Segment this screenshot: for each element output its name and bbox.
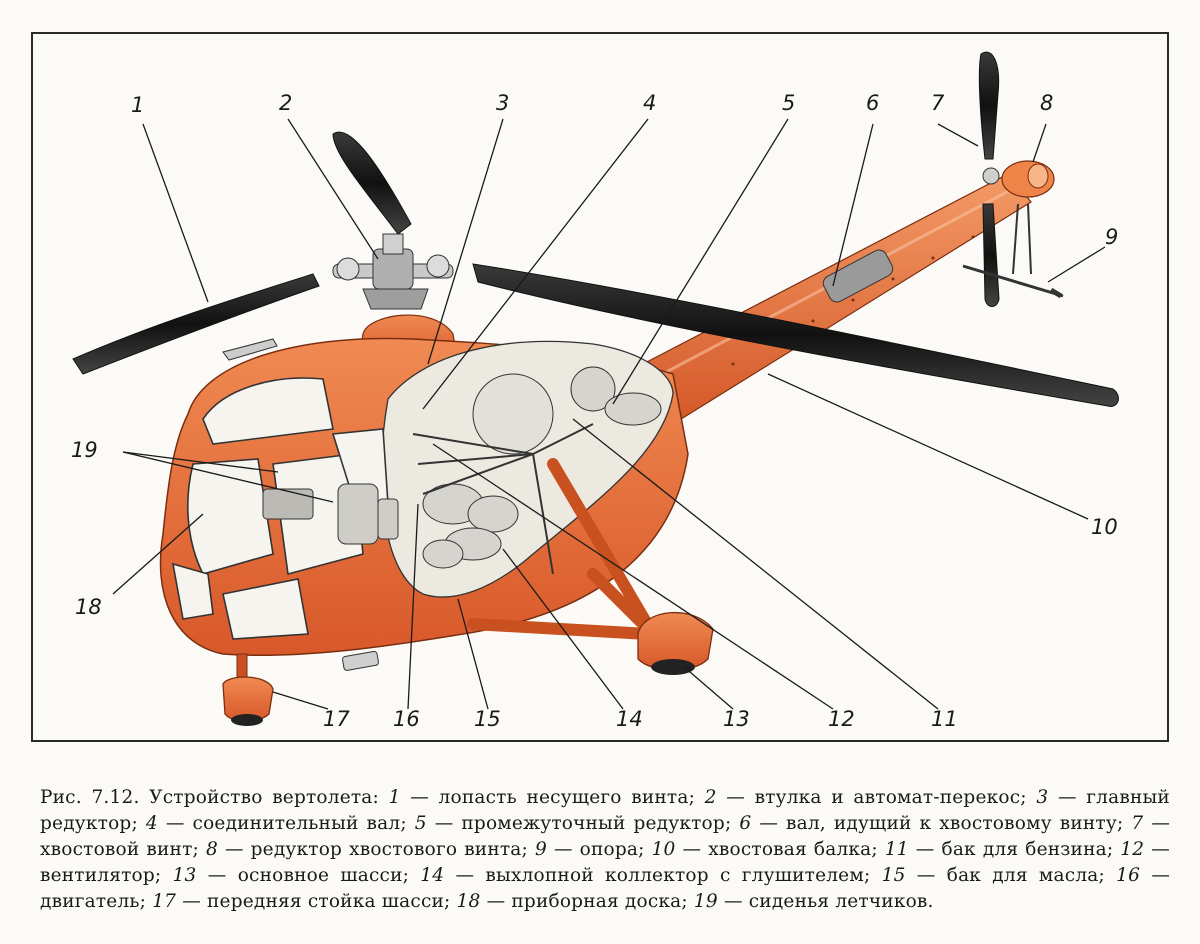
caption-part-number: 14 bbox=[420, 865, 445, 886]
caption-entry: 4 — соединительный вал; bbox=[145, 813, 415, 834]
caption-part-description: хвостовой винт bbox=[40, 839, 193, 860]
caption-part-description: основное шасси bbox=[237, 865, 403, 886]
caption-part-description: хвостовая балка bbox=[708, 839, 872, 860]
callout-number[interactable]: 15 bbox=[474, 707, 501, 731]
caption-part-number: 11 bbox=[884, 839, 909, 860]
callout-number[interactable]: 17 bbox=[323, 707, 350, 731]
leader-lines bbox=[112, 118, 1106, 710]
callout-number[interactable]: 5 bbox=[782, 91, 795, 115]
caption-part-description: вентилятор bbox=[40, 865, 155, 886]
caption-part-description: промежуточный редуктор bbox=[461, 813, 725, 834]
caption-entry: 10 — хвостовая балка; bbox=[651, 839, 885, 860]
caption-entry: 11 — бак для бензина; bbox=[884, 839, 1121, 860]
caption-part-description: главный редуктор bbox=[40, 787, 1170, 834]
caption-part-description: опора bbox=[579, 839, 639, 860]
caption-part-description: двигатель bbox=[40, 891, 140, 912]
caption-part-number: 2 bbox=[704, 787, 717, 808]
caption-part-number: 17 bbox=[152, 891, 177, 912]
caption-entry: 17 — передняя стойка шасси; bbox=[152, 891, 457, 912]
landing-gear bbox=[222, 458, 714, 726]
callout-number[interactable]: 14 bbox=[616, 707, 643, 731]
caption-entry: 13 — основное шасси; bbox=[172, 865, 421, 886]
tail-gearbox bbox=[1001, 160, 1055, 198]
caption-part-number: 3 bbox=[1036, 787, 1049, 808]
caption-entry: 14 — выхлопной коллектор с глушителем; bbox=[420, 865, 882, 886]
caption-part-description: бак для масла bbox=[946, 865, 1099, 886]
caption-entry: 3 — главный редуктор; bbox=[40, 787, 1170, 834]
caption-entry: 5 — промежуточный редуктор; bbox=[414, 813, 740, 834]
caption-part-description: бак для бензина bbox=[941, 839, 1107, 860]
caption-part-number: 6 bbox=[739, 813, 752, 834]
tail-boom bbox=[642, 173, 1032, 425]
callout-number[interactable]: 7 bbox=[931, 91, 945, 115]
callout-number[interactable]: 6 bbox=[866, 91, 879, 115]
helicopter-diagram: 1 2 3 4 5 6 7 8 9 10 11 12 13 14 15 16 1… bbox=[71, 51, 1119, 731]
tail-rotor bbox=[978, 51, 1000, 307]
callout-numbers: 1 2 3 4 5 6 7 8 9 10 11 12 13 14 15 16 1… bbox=[71, 91, 1118, 731]
caption-part-number: 12 bbox=[1120, 839, 1145, 860]
callout-number[interactable]: 12 bbox=[828, 707, 855, 731]
caption-part-description: выхлопной коллектор с глушителем bbox=[485, 865, 864, 886]
fuselage bbox=[159, 337, 689, 657]
caption-part-number: 9 bbox=[534, 839, 547, 860]
caption-part-description: вал, идущий к хвостовому винту bbox=[786, 813, 1117, 834]
caption-entry: 19 — сиденья летчиков. bbox=[693, 891, 934, 912]
caption-part-description: лопасть несущего винта bbox=[438, 787, 689, 808]
callout-number[interactable]: 16 bbox=[393, 707, 420, 731]
callout-number[interactable]: 10 bbox=[1091, 515, 1118, 539]
callout-number[interactable]: 1 bbox=[131, 93, 144, 117]
callout-number[interactable]: 19 bbox=[71, 438, 98, 462]
caption-entry: 16 — двигатель; bbox=[40, 865, 1171, 912]
callout-number[interactable]: 2 bbox=[279, 91, 292, 115]
figure-frame: 1 2 3 4 5 6 7 8 9 10 11 12 13 14 15 16 1… bbox=[31, 32, 1169, 742]
figure-caption: Рис. 7.12. Устройство вертолета: 1 — лоп… bbox=[40, 785, 1170, 915]
caption-part-number: 1 bbox=[388, 787, 401, 808]
callout-number[interactable]: 4 bbox=[643, 91, 656, 115]
caption-entry: 12 — вентилятор; bbox=[40, 839, 1170, 886]
callout-number[interactable]: 3 bbox=[496, 91, 509, 115]
main-rotor-blades bbox=[72, 131, 1119, 407]
callout-number[interactable]: 11 bbox=[931, 707, 958, 731]
caption-entry: 2 — втулка и автомат-перекос; bbox=[704, 787, 1037, 808]
caption-part-description: приборная доска bbox=[511, 891, 682, 912]
caption-entry: 8 — редуктор хвостового винта; bbox=[205, 839, 535, 860]
caption-part-description: сиденья летчиков bbox=[748, 891, 928, 912]
caption-part-number: 4 bbox=[145, 813, 158, 834]
caption-part-description: редуктор хвостового винта bbox=[250, 839, 522, 860]
caption-entry: 9 — опора; bbox=[534, 839, 652, 860]
caption-part-number: 8 bbox=[205, 839, 218, 860]
tail-skid bbox=[962, 203, 1064, 299]
caption-part-number: 15 bbox=[881, 865, 906, 886]
callout-number[interactable]: 13 bbox=[723, 707, 750, 731]
caption-entry: 1 — лопасть несущего винта; bbox=[388, 787, 705, 808]
caption-entry: 18 — приборная доска; bbox=[456, 891, 694, 912]
callout-number[interactable]: 9 bbox=[1105, 225, 1118, 249]
caption-part-number: 13 bbox=[172, 865, 197, 886]
caption-part-number: 5 bbox=[414, 813, 427, 834]
caption-part-description: втулка и автомат-перекос bbox=[754, 787, 1021, 808]
callout-number[interactable]: 8 bbox=[1040, 91, 1053, 115]
rotor-hub bbox=[332, 233, 454, 310]
caption-part-number: 7 bbox=[1131, 813, 1144, 834]
caption-entry: 7 — хвостовой винт; bbox=[40, 813, 1171, 860]
caption-part-number: 18 bbox=[456, 891, 481, 912]
caption-prefix: Рис. 7.12. Устройство вертолета: bbox=[40, 787, 389, 808]
callout-number[interactable]: 18 bbox=[75, 595, 102, 619]
caption-part-number: 16 bbox=[1116, 865, 1141, 886]
caption-part-number: 19 bbox=[693, 891, 718, 912]
caption-entry: 6 — вал, идущий к хвостовому винту; bbox=[739, 813, 1132, 834]
caption-part-description: передняя стойка шасси bbox=[207, 891, 445, 912]
caption-part-number: 10 bbox=[651, 839, 676, 860]
caption-part-description: соединительный вал bbox=[192, 813, 401, 834]
caption-entry: 15 — бак для масла; bbox=[881, 865, 1117, 886]
